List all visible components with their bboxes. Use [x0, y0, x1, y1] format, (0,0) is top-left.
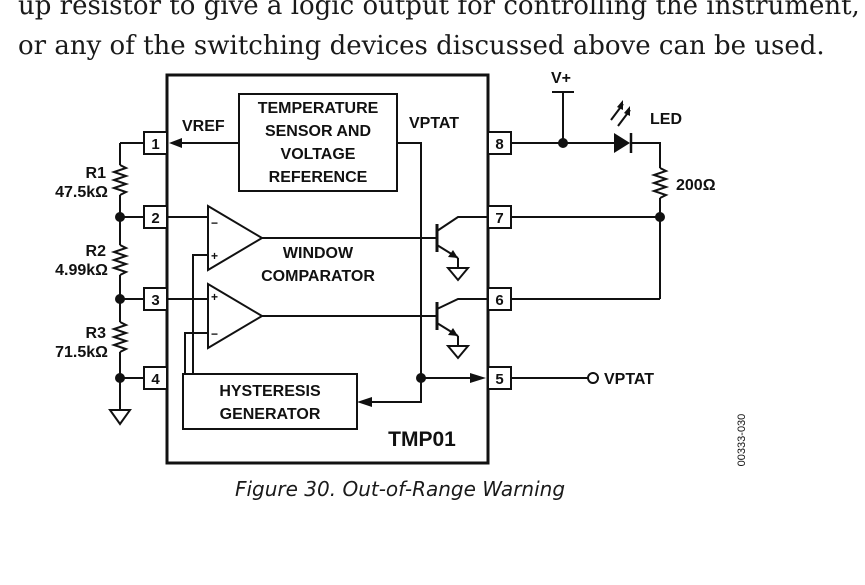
rled-value: 200Ω — [676, 177, 716, 194]
svg-text:6: 6 — [495, 292, 503, 309]
svg-text:3: 3 — [151, 292, 159, 309]
resistor-r1 — [110, 164, 130, 196]
svg-text:4: 4 — [151, 371, 160, 388]
vptat-internal-label: VPTAT — [409, 115, 459, 132]
figure-caption: Figure 30. Out-of-Range Warning — [234, 477, 566, 501]
comparator-label-line-2: COMPARATOR — [261, 268, 375, 285]
pin-6: 6 — [487, 287, 512, 311]
resistor-r3 — [110, 321, 130, 353]
r2-value: 4.99kΩ — [55, 262, 108, 279]
junction-r1-r2 — [115, 212, 125, 222]
pin-4: 4 — [143, 366, 168, 390]
pin-3: 3 — [143, 287, 168, 311]
hysteresis-label-line-1: HYSTERESIS — [219, 383, 321, 400]
vptat-output-label: VPTAT — [604, 371, 654, 388]
r1-name: R1 — [86, 165, 107, 182]
transistor-upper — [435, 216, 488, 282]
junction-r2-r3 — [115, 294, 125, 304]
body-text-line-1: up resistor to give a logic output for c… — [18, 0, 860, 21]
junction-pin7 — [655, 212, 665, 222]
svg-text:5: 5 — [495, 371, 503, 388]
vptat-out-arrow — [470, 373, 486, 383]
r3-value: 71.5kΩ — [55, 344, 108, 361]
figure-code: 00333-030 — [736, 414, 748, 467]
resistor-r2 — [110, 244, 130, 276]
sensor-label-line-2: SENSOR AND — [265, 123, 371, 140]
junction-r3-gnd — [115, 373, 125, 383]
comparator-label-line-1: WINDOW — [283, 245, 354, 262]
svg-text:+: + — [211, 249, 218, 263]
sensor-label-line-1: TEMPERATURE — [258, 100, 379, 117]
sensor-block: TEMPERATURE SENSOR AND VOLTAGE REFERENCE — [238, 93, 398, 192]
led-label: LED — [650, 111, 682, 128]
sensor-label-line-3: VOLTAGE — [281, 146, 356, 163]
svg-text:−: − — [211, 327, 218, 341]
vref-arrow — [169, 138, 182, 148]
vref-label: VREF — [182, 118, 225, 135]
vplus-label: V+ — [551, 70, 571, 87]
svg-text:8: 8 — [495, 136, 503, 153]
body-text-line-2: or any of the switching devices discusse… — [18, 31, 825, 61]
hysteresis-arrow — [357, 397, 372, 407]
pin-2: 2 — [143, 205, 168, 229]
body-text: up resistor to give a logic output for c… — [18, 0, 860, 66]
chip-outline — [165, 73, 490, 465]
pin-1: 1 — [143, 131, 168, 155]
svg-text:7: 7 — [495, 210, 503, 227]
led-symbol — [610, 100, 633, 153]
svg-text:+: + — [211, 290, 218, 304]
comparator-upper: − + — [207, 204, 264, 272]
vptat-output-terminal — [587, 372, 599, 384]
comparator-lower: + − — [207, 282, 264, 350]
junction-vplus — [558, 138, 568, 148]
svg-text:1: 1 — [151, 136, 159, 153]
resistor-led — [650, 167, 670, 199]
r2-name: R2 — [86, 243, 107, 260]
hysteresis-label-line-2: GENERATOR — [220, 406, 321, 423]
pin-5: 5 — [487, 366, 512, 390]
pin-7: 7 — [487, 205, 512, 229]
pin-8: 8 — [487, 131, 512, 155]
sensor-label-line-4: REFERENCE — [269, 169, 368, 186]
svg-text:−: − — [211, 216, 218, 230]
svg-text:2: 2 — [151, 210, 159, 227]
chip-name: TMP01 — [388, 428, 456, 451]
r1-value: 47.5kΩ — [55, 184, 108, 201]
r3-name: R3 — [86, 325, 107, 342]
transistor-lower — [435, 298, 488, 360]
hysteresis-block: HYSTERESIS GENERATOR — [182, 373, 358, 430]
ground-left — [108, 409, 132, 426]
